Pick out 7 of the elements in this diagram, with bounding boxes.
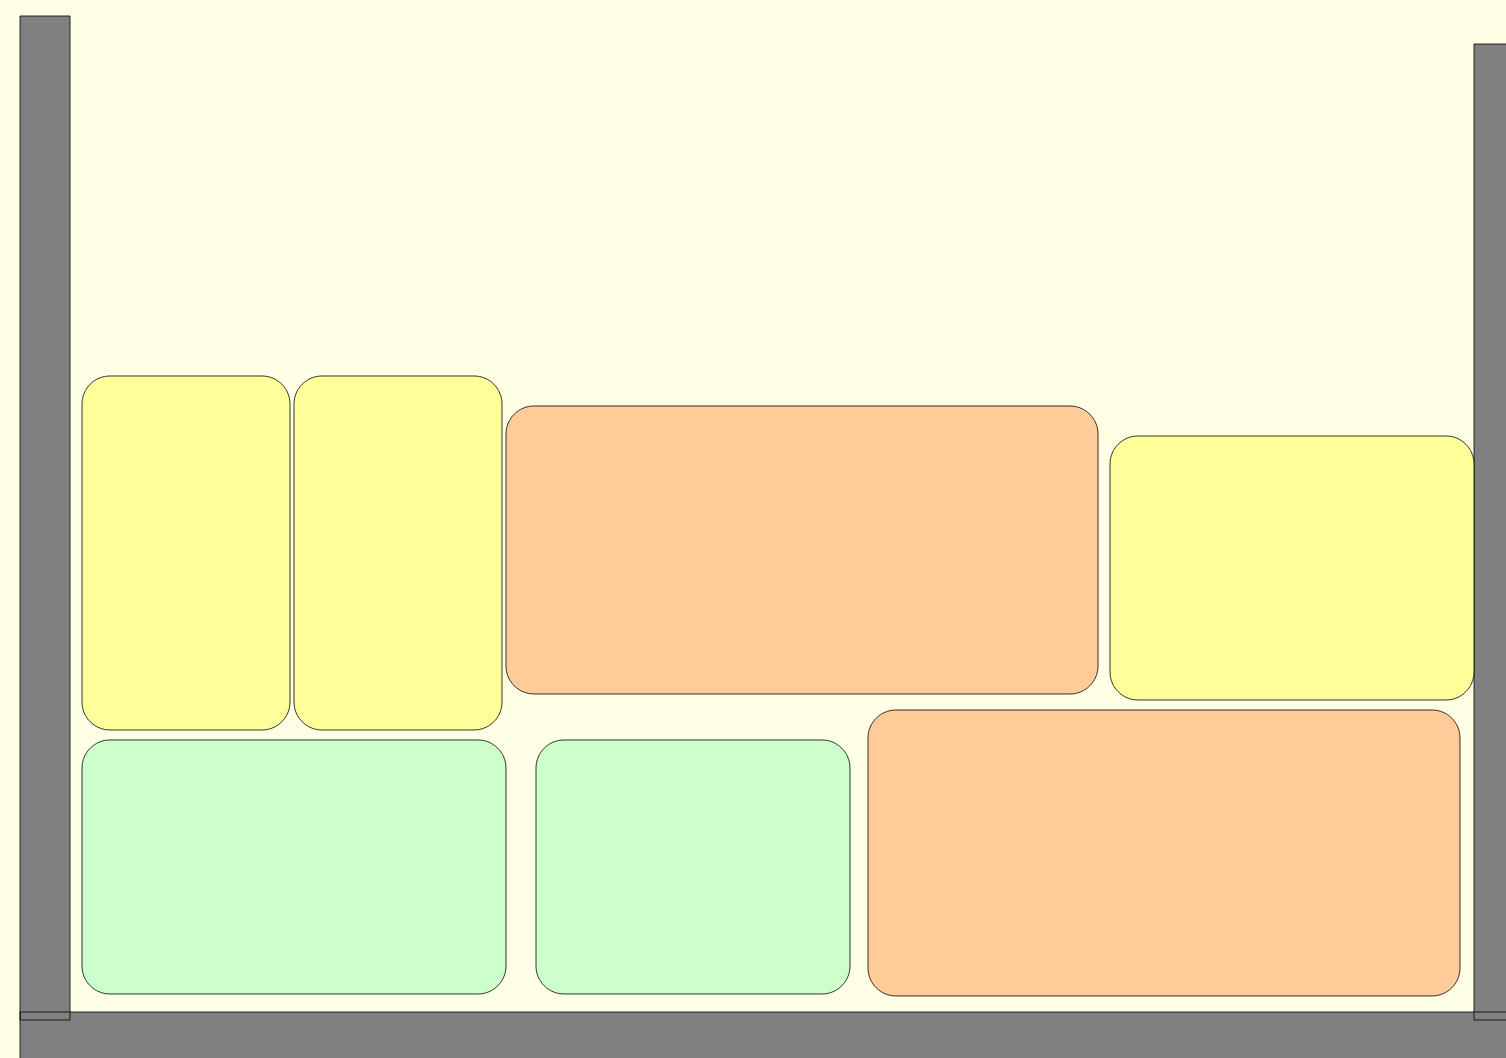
block — [867, 709, 1461, 997]
block — [535, 739, 851, 995]
block — [81, 375, 291, 731]
block — [505, 405, 1099, 695]
block — [81, 739, 507, 995]
block — [293, 375, 503, 731]
block — [1109, 435, 1475, 701]
